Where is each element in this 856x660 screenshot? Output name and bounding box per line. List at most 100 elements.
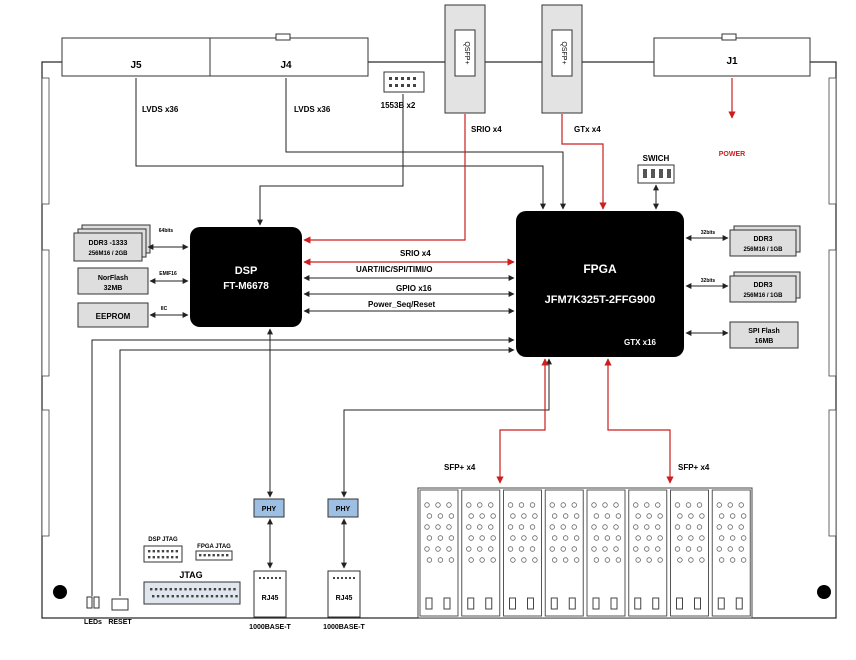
rj45-a — [253, 570, 287, 618]
sfp-vent-hole — [633, 502, 639, 508]
jtag-pin — [220, 595, 223, 598]
sfp-vent-hole — [727, 502, 733, 508]
fpga-ddr-b-bus: 32bits — [701, 278, 716, 284]
sfp-vent-hole — [518, 546, 525, 552]
fpga-spi-line2: 16MB — [755, 338, 774, 345]
sfp-vent-hole — [573, 557, 580, 563]
sfp-vent-hole — [573, 513, 580, 519]
dsp-ddr-line1: DDR3 -1333 — [89, 240, 128, 247]
sfp-vent-hole — [549, 546, 555, 552]
jtag-pin — [150, 588, 153, 591]
sfp-vent-hole — [696, 524, 703, 530]
connector-j4-label: J4 — [280, 60, 292, 71]
qsfp-inner-b — [551, 29, 573, 77]
sfp-latch — [509, 597, 516, 610]
sfp-vent-hole — [674, 502, 681, 508]
jtag-pin — [186, 595, 189, 598]
sfp-vent-hole — [468, 513, 474, 519]
label-lvds-j5: LVDS x36 — [142, 105, 179, 114]
sfp-vent-hole — [591, 524, 597, 530]
sfp-vent-hole — [562, 535, 569, 541]
label-power-seq-link: Power_Seq/Reset — [368, 300, 435, 309]
dsp-jtag-pin — [161, 550, 165, 553]
dsp-jtag-pin — [171, 556, 174, 559]
fpga-jtag-pin — [203, 554, 206, 557]
sfp-vent-hole — [635, 513, 641, 519]
label-power: POWER — [719, 151, 745, 158]
sfp-vent-hole — [468, 557, 474, 563]
reset-button — [111, 598, 129, 611]
sfp-latch — [735, 597, 743, 610]
jtag-pin — [171, 595, 174, 598]
sfp-vent-hole — [490, 535, 496, 541]
sfp-vent-hole — [448, 535, 455, 541]
dsp-jtag-pin — [166, 556, 169, 559]
sfp-vent-hole — [727, 524, 733, 530]
sfp-vent-hole — [729, 557, 736, 563]
fpga-title: FPGA — [583, 262, 617, 276]
mounting-hole-left — [53, 585, 67, 599]
sfp-vent-hole — [593, 513, 600, 519]
jtag-pin — [215, 595, 219, 598]
dsp-jtag-pin — [148, 550, 151, 553]
sfp-vent-hole — [424, 502, 430, 508]
connector-j1-tab — [721, 33, 737, 41]
label-gtx-top: GTx x4 — [574, 125, 601, 134]
sfp-cage — [586, 489, 626, 617]
qsfp-label-b: QSFP+ — [560, 41, 567, 64]
sfp-vent-hole — [488, 546, 494, 552]
label-1553b: 1553B x2 — [381, 101, 416, 110]
phy-b-label: PHY — [336, 506, 351, 513]
jtag-pin — [235, 595, 238, 598]
sfp-vent-hole — [549, 502, 555, 508]
sfp-vent-hole — [635, 535, 641, 541]
label-srio-top: SRIO x4 — [471, 125, 502, 134]
jtag-pin — [152, 595, 155, 598]
sfp-cage — [503, 489, 542, 617]
dsp-jtag-pin — [171, 550, 174, 553]
sfp-vent-hole — [646, 557, 652, 563]
fpga-spi-flash — [729, 321, 799, 349]
sfp-vent-hole — [532, 513, 538, 519]
sfp-vent-hole — [738, 546, 744, 552]
fpga-ddr-b-line2: 256M16 / 1GB — [743, 293, 783, 299]
sfp-vent-hole — [633, 546, 639, 552]
sfp-vent-hole — [604, 513, 611, 519]
label-sfp-right: SFP+ x4 — [678, 463, 710, 472]
sfp-vent-hole — [426, 557, 433, 563]
led-2 — [93, 596, 100, 609]
jtag-pin — [199, 588, 202, 591]
sfp-vent-hole — [602, 546, 608, 552]
fpga-chip — [516, 211, 684, 357]
jtag-pins — [150, 588, 238, 598]
left-rail-bottom — [41, 409, 50, 537]
sfp-vent-hole — [448, 513, 455, 519]
fpga-part: JFM7K325T-2FFG900 — [545, 294, 656, 306]
sfp-vent-hole — [644, 502, 650, 508]
jtag-pin — [169, 588, 172, 591]
sfp-vent-hole — [696, 546, 703, 552]
jtag-connector — [143, 581, 241, 605]
sfp-vent-hole — [685, 546, 692, 552]
sfp-latch — [717, 597, 725, 610]
jtag-pin — [205, 595, 209, 598]
dsp-jtag-pins — [148, 550, 178, 559]
fpga-ddr-a-line1: DDR3 — [753, 236, 772, 243]
dsp-ddr — [73, 232, 143, 262]
sfp-latch — [527, 597, 534, 610]
sfp-vent-hole — [738, 502, 744, 508]
sfp-cage — [628, 489, 668, 617]
connector-j1-label: J1 — [726, 56, 738, 67]
jtag-pin — [223, 588, 226, 591]
sfp-vent-hole — [685, 502, 692, 508]
sfp-vent-hole — [426, 535, 433, 541]
dsp-jtag-header — [143, 545, 183, 563]
dsp-ddr-bus: 64bits — [159, 228, 174, 234]
phy-a — [253, 498, 285, 518]
phy-b — [327, 498, 359, 518]
sfp-vent-hole — [571, 502, 577, 508]
dsp-eeprom — [77, 302, 149, 328]
sfp-vent-hole — [529, 546, 536, 552]
sfp-vent-hole — [688, 535, 694, 541]
jtag-pin — [201, 595, 204, 598]
